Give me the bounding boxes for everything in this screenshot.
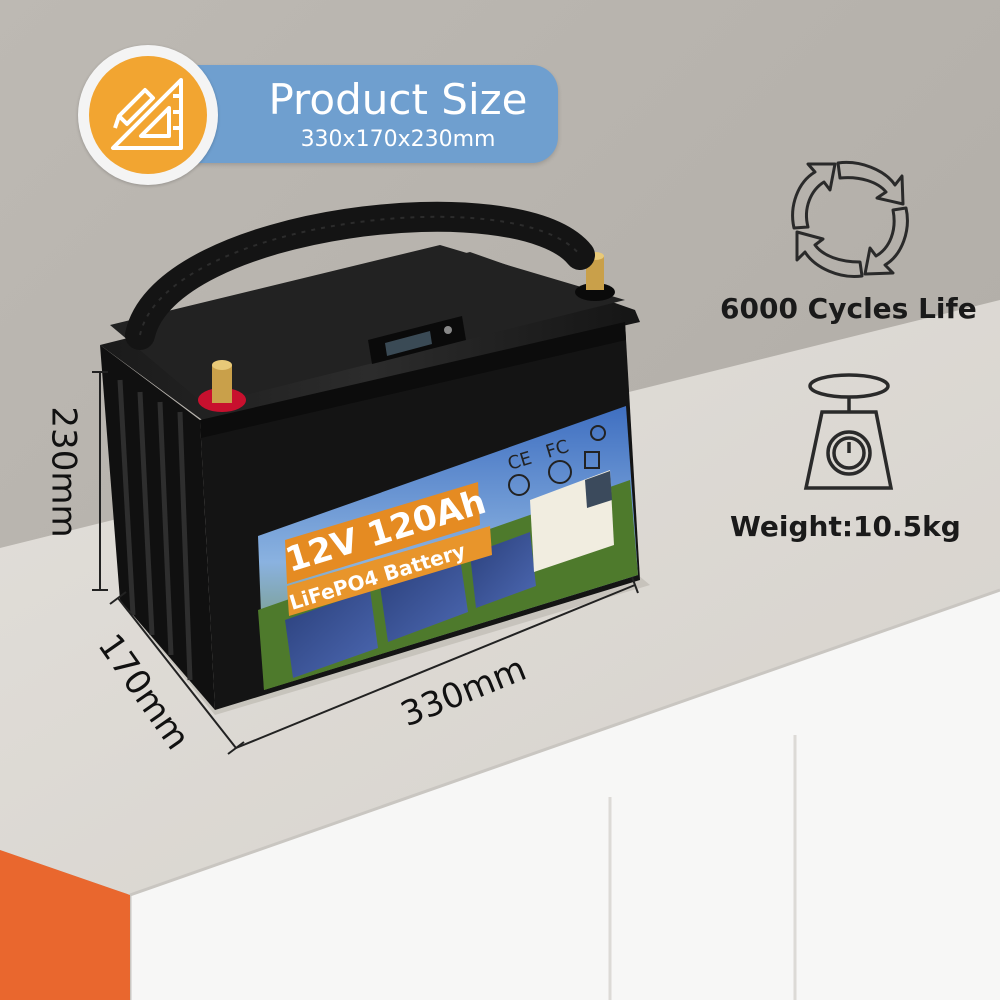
height-dimension-label: 230mm	[43, 406, 84, 538]
product-size-banner: Product Size 330x170x230mm	[78, 45, 560, 185]
banner-bar	[158, 65, 558, 163]
banner-title: Product Size	[268, 75, 528, 124]
dimension-lines	[92, 371, 639, 755]
banner-icon-badge	[78, 45, 218, 185]
weight-scale-icon	[803, 373, 894, 490]
counter-front	[130, 590, 1000, 1000]
battery: 12V 120Ah LiFePO4 Battery CE FC	[100, 201, 640, 710]
positive-terminal	[198, 360, 246, 412]
cycle-arrows-icon	[791, 160, 909, 278]
orange-accent	[0, 850, 130, 1000]
banner-dimensions: 330x170x230mm	[300, 127, 496, 152]
ruler-triangle-icon	[111, 78, 183, 150]
battery-label: 12V 120Ah LiFePO4 Battery CE FC	[258, 406, 638, 690]
weight-label: Weight:10.5kg	[730, 510, 961, 543]
cycles-life-label: 6000 Cycles Life	[720, 292, 977, 325]
